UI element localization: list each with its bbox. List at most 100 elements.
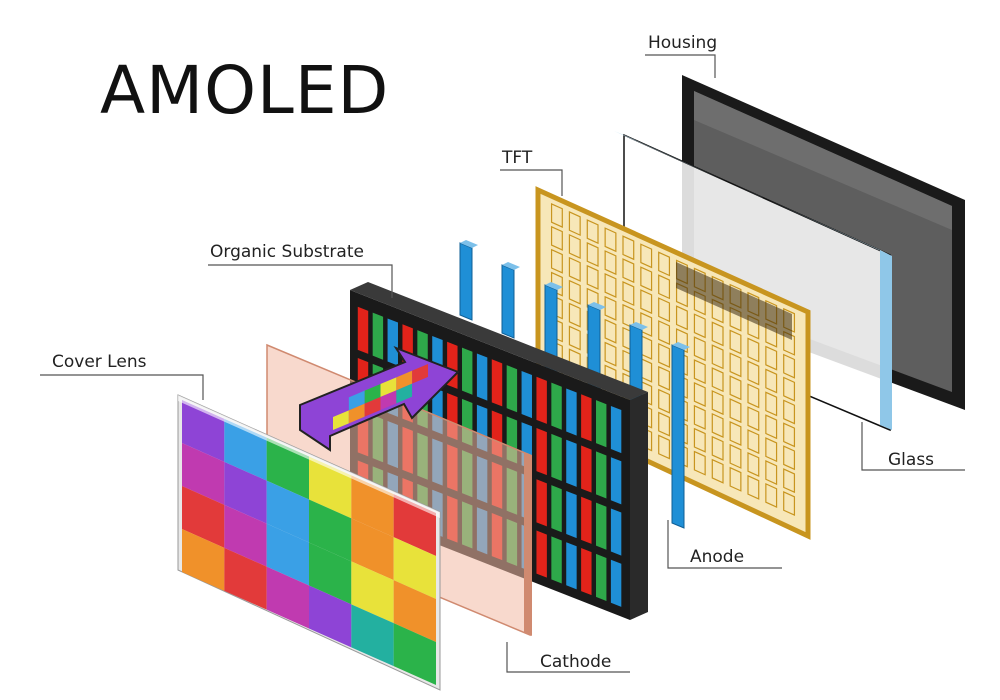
tft-cell — [622, 258, 635, 284]
arrow-check — [380, 390, 397, 410]
subpixel — [357, 306, 369, 354]
tft-cell — [640, 266, 653, 292]
tft-cell — [783, 491, 796, 517]
arrow-check — [348, 390, 365, 411]
tft-cell — [711, 321, 724, 347]
arrow-check — [364, 384, 381, 404]
anode-strip-top — [630, 322, 648, 330]
tft-cell — [747, 360, 760, 386]
anode-strip-top — [502, 262, 520, 270]
organic-substrate-leader — [208, 264, 393, 298]
tft-cell — [729, 352, 742, 378]
tft-cell — [765, 437, 778, 463]
lens-tile — [309, 542, 352, 605]
tft-cell — [550, 202, 563, 228]
lens-tile — [182, 529, 225, 591]
lens-tile — [309, 499, 352, 562]
tft-cell — [693, 336, 706, 362]
cathode-leader — [506, 642, 630, 673]
subpixel — [536, 428, 547, 476]
anode-strip-top — [672, 342, 690, 350]
arrow-check — [396, 370, 413, 391]
tft-cell — [765, 460, 778, 486]
arrow-check — [333, 410, 349, 430]
tft-cell — [711, 344, 724, 370]
tft-cell — [729, 466, 742, 492]
subpixel — [596, 400, 607, 448]
tft-cell — [747, 383, 760, 409]
housing-leader — [645, 54, 716, 78]
tft-cell — [622, 281, 635, 307]
tft-cell — [693, 313, 706, 339]
anode-strip-top — [588, 302, 606, 310]
lens-tile — [351, 561, 394, 624]
tft-cell — [675, 305, 688, 331]
tft-cell — [747, 474, 760, 500]
tft-cell — [568, 256, 581, 282]
subpixel — [387, 318, 398, 366]
tft-cell — [640, 243, 653, 269]
arrow-check — [412, 364, 428, 384]
subpixel — [566, 439, 577, 487]
anode-leader — [667, 520, 782, 569]
tft-cell — [586, 264, 599, 290]
tft-cell — [729, 329, 742, 355]
anode-strip-top — [545, 282, 563, 290]
diagram-title: AMOLED — [100, 52, 390, 129]
tft-cell — [765, 482, 778, 508]
tft-cell — [783, 422, 796, 448]
tft-cell — [693, 427, 706, 453]
tft-cell — [711, 367, 724, 393]
subpixel — [372, 312, 384, 360]
cover-lens-leader — [40, 374, 204, 400]
tft-cell — [729, 375, 742, 401]
subpixel — [551, 382, 562, 430]
lens-tile — [393, 580, 436, 642]
lens-tile — [182, 486, 225, 548]
tft-cell — [568, 233, 581, 259]
subpixel — [581, 496, 592, 544]
anode-strip — [501, 264, 515, 339]
cathode-label: Cathode — [540, 652, 612, 672]
tft-cell — [568, 302, 581, 328]
lens-tile — [393, 537, 436, 599]
tft-cell — [765, 414, 778, 440]
subpixel — [491, 359, 503, 407]
anode-strip — [459, 242, 473, 321]
tft-cell — [783, 353, 796, 379]
subpixel — [610, 457, 622, 505]
tft-cell — [729, 443, 742, 469]
lens-tile — [266, 480, 309, 543]
tft-cell — [765, 345, 778, 371]
leader-lines — [40, 54, 965, 673]
subpixel — [551, 536, 562, 584]
lens-tile — [266, 566, 309, 629]
lens-tile — [309, 585, 352, 648]
subpixel — [551, 485, 562, 533]
tft-cell — [658, 274, 671, 300]
arrow-check — [348, 403, 365, 424]
tft-cell — [658, 388, 671, 414]
tft-cell — [640, 289, 653, 315]
housing-label: Housing — [648, 33, 718, 53]
tft-cell — [658, 434, 671, 460]
arrow-check — [380, 377, 397, 397]
anode-strip-top — [460, 240, 478, 248]
subpixel — [596, 553, 607, 602]
tft-cell — [604, 318, 617, 344]
lens-tile — [224, 547, 267, 610]
lens-tile — [182, 443, 225, 505]
subpixel — [610, 508, 622, 556]
anode-label: Anode — [690, 547, 745, 567]
tft-cell — [658, 251, 671, 277]
subpixel — [506, 365, 518, 413]
glass-leader — [861, 422, 965, 471]
glass-label: Glass — [888, 450, 935, 470]
tft-cell — [604, 272, 617, 298]
lens-tile — [351, 604, 394, 667]
subpixel — [581, 445, 592, 493]
subpixel — [566, 490, 577, 539]
tft-cell — [693, 381, 706, 408]
tft-cell — [747, 406, 760, 432]
